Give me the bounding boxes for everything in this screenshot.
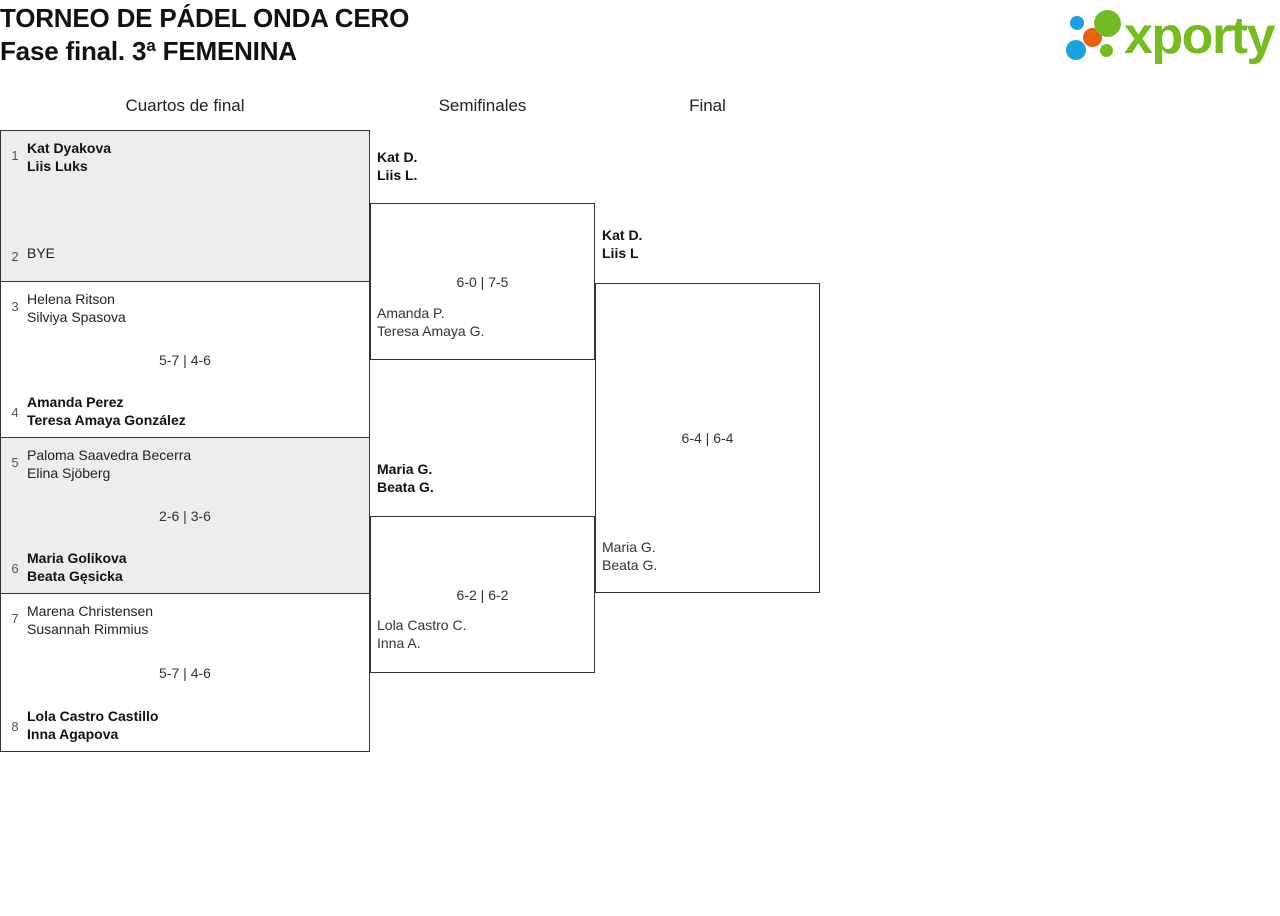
player-name: Beata G.	[602, 557, 658, 573]
match-qf-3[interactable]: 5 Paloma Saavedra Becerra Elina Sjöberg …	[0, 437, 370, 593]
player-name: Maria G.	[377, 461, 433, 477]
sf2-team-top: Maria G. Beata G.	[377, 460, 434, 496]
player-name: Teresa Amaya González	[27, 412, 186, 428]
player-name: Lola Castro C.	[377, 617, 467, 633]
tournament-name: TORNEO DE PÁDEL ONDA CERO	[0, 3, 410, 33]
team-bottom: Lola Castro Castillo Inna Agapova	[27, 707, 361, 743]
logo-dots-icon	[1050, 10, 1122, 64]
tournament-phase: Fase final. 3ª FEMENINA	[0, 36, 297, 66]
logo-wordmark: xporty	[1124, 7, 1275, 65]
player-name: Kat Dyakova	[27, 140, 112, 156]
player-name: Liis Luks	[27, 158, 88, 174]
round-header-quarterfinals: Cuartos de final	[125, 96, 245, 115]
player-name: Susannah Rimmius	[27, 621, 149, 637]
seed-number: 8	[11, 719, 19, 734]
match-score: 5-7 | 4-6	[159, 664, 211, 681]
seed-number: 2	[11, 249, 19, 264]
team-bottom: Amanda Perez Teresa Amaya González	[27, 393, 361, 429]
match-score: 6-0 | 7-5	[456, 273, 509, 290]
round-header-semifinals: Semifinales	[438, 96, 527, 115]
seed-number: 3	[11, 299, 19, 314]
match-score: 2-6 | 3-6	[159, 507, 211, 524]
logo-dot-blue-large	[1066, 40, 1086, 60]
player-name: Paloma Saavedra Becerra	[27, 447, 192, 463]
final-team-top: Kat D. Liis L	[602, 226, 642, 262]
seed-number: 6	[11, 561, 19, 576]
round-header-final: Final	[689, 96, 726, 115]
match-score: 6-4 | 6-4	[681, 430, 734, 446]
player-name: Teresa Amaya G.	[377, 323, 485, 339]
match-score: 5-7 | 4-6	[159, 351, 211, 368]
player-name: Elina Sjöberg	[27, 465, 111, 481]
match-qf-4[interactable]: 7 Marena Christensen Susannah Rimmius 8 …	[0, 593, 370, 752]
seed-number: 7	[11, 611, 19, 626]
player-name: Liis L	[602, 245, 639, 261]
seed-number: 4	[11, 405, 19, 420]
team-bottom: BYE	[27, 244, 361, 262]
player-name: Maria Golikova	[27, 550, 127, 566]
logo-dot-blue-small	[1070, 16, 1084, 30]
logo-dot-green-large	[1094, 10, 1121, 37]
player-name: Beata G.	[377, 479, 434, 495]
player-name: Silviya Spasova	[27, 309, 126, 325]
team-top: Helena Ritson Silviya Spasova	[27, 290, 361, 326]
page-title: TORNEO DE PÁDEL ONDA CERO Fase final. 3ª…	[0, 2, 409, 68]
seed-number: 1	[11, 148, 19, 163]
player-name: Maria G.	[602, 539, 656, 555]
player-name: BYE	[27, 245, 56, 261]
player-name: Liis L.	[377, 167, 418, 183]
player-name: Marena Christensen	[27, 603, 154, 619]
team-top: Kat Dyakova Liis Luks	[27, 139, 361, 175]
team-bottom: Maria Golikova Beata Gęsicka	[27, 549, 361, 585]
player-name: Kat D.	[602, 227, 643, 243]
player-name: Amanda Perez	[27, 394, 124, 410]
match-score: 6-2 | 6-2	[456, 586, 509, 603]
team-top: Marena Christensen Susannah Rimmius	[27, 602, 361, 638]
player-name: Inna Agapova	[27, 726, 119, 742]
match-sf-1[interactable]: 6-0 | 7-5	[370, 203, 595, 360]
xporty-logo[interactable]: xporty	[1050, 7, 1275, 66]
match-qf-1[interactable]: 1 Kat Dyakova Liis Luks 2 BYE	[0, 130, 370, 281]
sf1-team-top: Kat D. Liis L.	[377, 148, 417, 184]
match-sf-2[interactable]: 6-2 | 6-2	[370, 516, 595, 673]
player-name: Helena Ritson	[27, 291, 115, 307]
player-name: Lola Castro Castillo	[27, 708, 159, 724]
sf2-team-bottom: Lola Castro C. Inna A.	[377, 616, 466, 652]
match-final[interactable]: 6-4 | 6-4	[595, 283, 820, 593]
match-qf-2[interactable]: 3 Helena Ritson Silviya Spasova 4 Amanda…	[0, 281, 370, 437]
logo-dot-green-small	[1100, 44, 1113, 57]
sf1-team-bottom: Amanda P. Teresa Amaya G.	[377, 304, 484, 340]
seed-number: 5	[11, 455, 19, 470]
team-top: Paloma Saavedra Becerra Elina Sjöberg	[27, 446, 361, 482]
player-name: Inna A.	[377, 635, 421, 651]
player-name: Kat D.	[377, 149, 418, 165]
player-name: Beata Gęsicka	[27, 568, 123, 584]
player-name: Amanda P.	[377, 305, 445, 321]
final-team-bottom: Maria G. Beata G.	[602, 538, 657, 574]
